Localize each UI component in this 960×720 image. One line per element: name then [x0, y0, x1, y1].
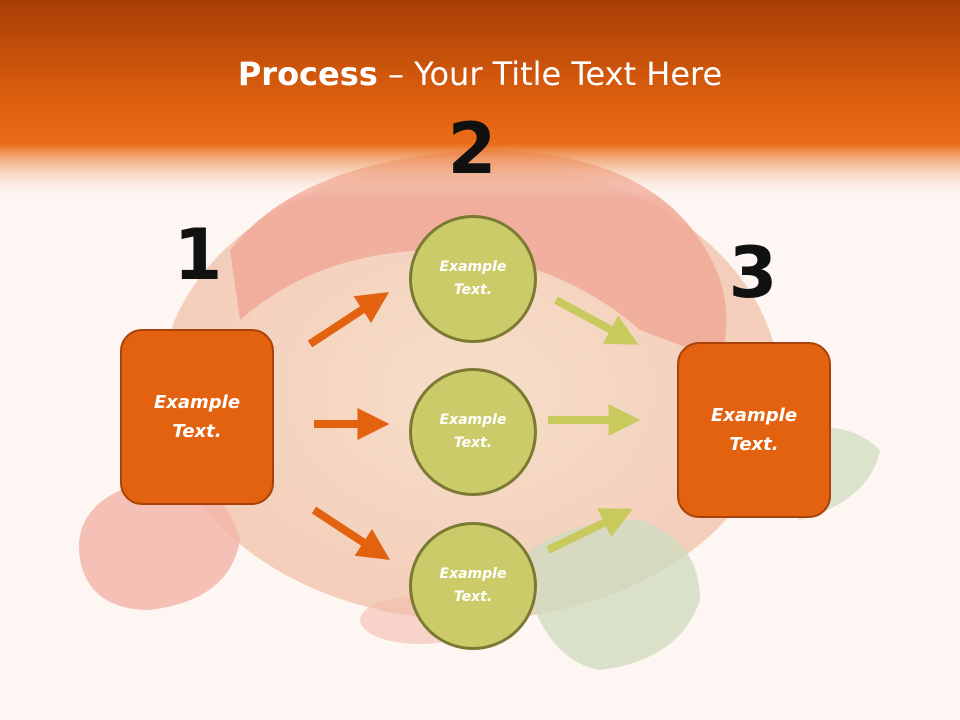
title-rest: – Your Title Text Here: [377, 55, 723, 93]
step-box-3: Example Text.: [677, 342, 831, 518]
circle-top: Example Text.: [409, 215, 537, 343]
arrow-right-up: [546, 508, 633, 554]
circle-top-label: Example Text.: [439, 259, 507, 298]
title-bold: Process: [237, 55, 378, 93]
slide-title: Process – Your Title Text Here: [0, 52, 960, 96]
circle-bottom-label: Example Text.: [439, 566, 507, 605]
arrow-left-down: [311, 506, 391, 560]
step-box-3-label: Example Text.: [710, 405, 798, 455]
arrow-left-up: [307, 292, 390, 348]
step-number-1: 1: [173, 214, 223, 296]
step-number-3: 3: [728, 232, 778, 314]
circle-middle-label: Example Text.: [439, 412, 507, 451]
step-number-2: 2: [447, 108, 497, 190]
circle-bottom: Example Text.: [409, 522, 537, 650]
step-box-1-label: Example Text.: [153, 392, 241, 442]
arrow-right-down: [554, 296, 639, 345]
step-box-1: Example Text.: [120, 329, 274, 505]
circle-middle: Example Text.: [409, 368, 537, 496]
